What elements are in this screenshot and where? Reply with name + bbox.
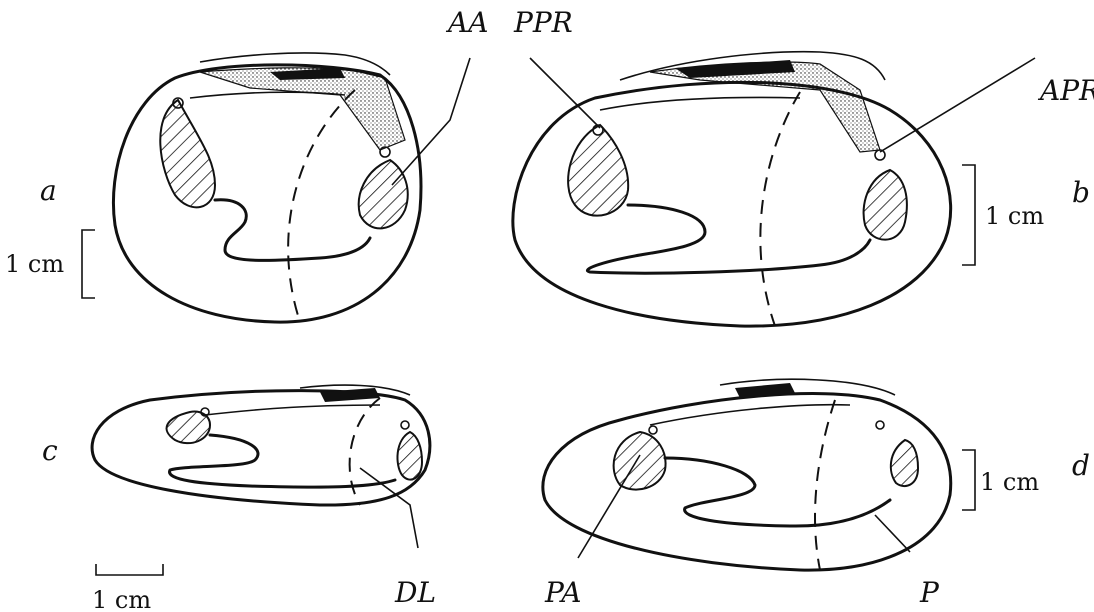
shell-a-dashed-line <box>288 90 355 322</box>
shell-d-posterior-scar <box>614 432 666 490</box>
label-p: P <box>919 576 940 609</box>
panel-label-b: b <box>1072 176 1090 209</box>
shell-c-anterior-retractor <box>401 421 409 429</box>
leader-ppr <box>530 58 600 128</box>
shell-d-posterior-retractor <box>649 426 657 434</box>
shell-b-hinge-stipple <box>650 62 880 152</box>
shell-d-anterior-scar <box>891 440 918 486</box>
shell-b <box>513 52 951 326</box>
label-dl: DL <box>394 576 436 609</box>
shell-a <box>113 53 421 322</box>
leader-pa <box>578 455 640 558</box>
shell-d-pallial-line <box>665 458 890 526</box>
shell-d-dashed-line <box>815 400 835 570</box>
shell-c-hinge-line <box>205 405 380 415</box>
shell-b-anterior-scar <box>864 170 907 240</box>
leader-p <box>875 515 910 552</box>
shell-a-hinge-stipple <box>200 68 405 150</box>
shell-c-pallial-line <box>170 435 395 487</box>
shell-d-outline <box>543 394 951 571</box>
shell-b-posterior-scar <box>568 125 628 216</box>
panel-label-c: c <box>42 434 58 467</box>
shell-c-outline <box>92 391 430 505</box>
shell-c-dashed-line <box>350 398 380 505</box>
scale-bar-b: 1 cm <box>962 165 1044 265</box>
panel-label-a: a <box>40 174 57 207</box>
label-aa: AA <box>445 6 488 39</box>
scale-bar-c: 1 cm <box>92 564 163 612</box>
scale-bar-a: 1 cm <box>5 230 95 298</box>
scale-bar-b-label: 1 cm <box>985 202 1044 230</box>
scale-bar-a-label: 1 cm <box>5 250 64 278</box>
shell-c-anterior-scar <box>397 432 422 480</box>
shell-b-pallial-line <box>587 205 870 273</box>
leader-aa <box>392 58 470 185</box>
shell-b-hinge-line <box>600 98 800 111</box>
label-ppr: PPR <box>513 6 573 39</box>
shell-b-dashed-line <box>760 92 800 326</box>
label-apr: APR <box>1037 74 1094 107</box>
shell-c <box>92 385 430 505</box>
scale-bar-d-label: 1 cm <box>980 468 1039 496</box>
leader-apr <box>880 58 1035 152</box>
label-pa: PA <box>544 576 582 609</box>
panel-label-d: d <box>1072 449 1090 482</box>
shell-d-anterior-retractor <box>876 421 884 429</box>
shell-a-posterior-scar <box>160 100 215 207</box>
shell-a-hinge-line <box>190 92 345 98</box>
scale-bar-d: 1 cm <box>962 450 1039 510</box>
shell-d <box>543 379 951 570</box>
shell-a-pallial-line <box>215 200 370 261</box>
scale-bar-c-label: 1 cm <box>92 586 151 612</box>
shell-a-anterior-scar <box>359 160 408 228</box>
